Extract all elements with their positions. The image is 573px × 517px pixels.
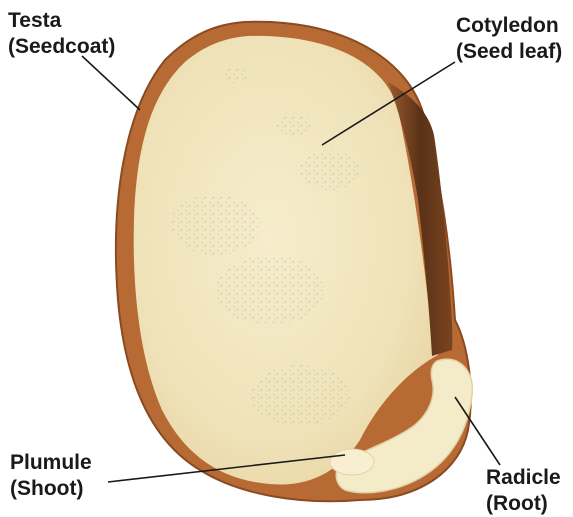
plumule-label-alt: (Shoot) — [10, 476, 92, 502]
radicle-label-name: Radicle — [486, 465, 561, 491]
cotyledon-label-alt: (Seed leaf) — [456, 39, 562, 65]
radicle-label: Radicle (Root) — [486, 465, 561, 517]
testa-leader-line — [82, 56, 140, 110]
testa-label-alt: (Seedcoat) — [8, 34, 115, 60]
testa-label-name: Testa — [8, 8, 115, 34]
testa-label: Testa (Seedcoat) — [8, 8, 115, 60]
plumule-structure — [330, 449, 374, 475]
plumule-label: Plumule (Shoot) — [10, 450, 92, 502]
cotyledon-label: Cotyledon (Seed leaf) — [456, 13, 562, 65]
cotyledon-label-name: Cotyledon — [456, 13, 562, 39]
plumule-label-name: Plumule — [10, 450, 92, 476]
radicle-label-alt: (Root) — [486, 491, 561, 517]
